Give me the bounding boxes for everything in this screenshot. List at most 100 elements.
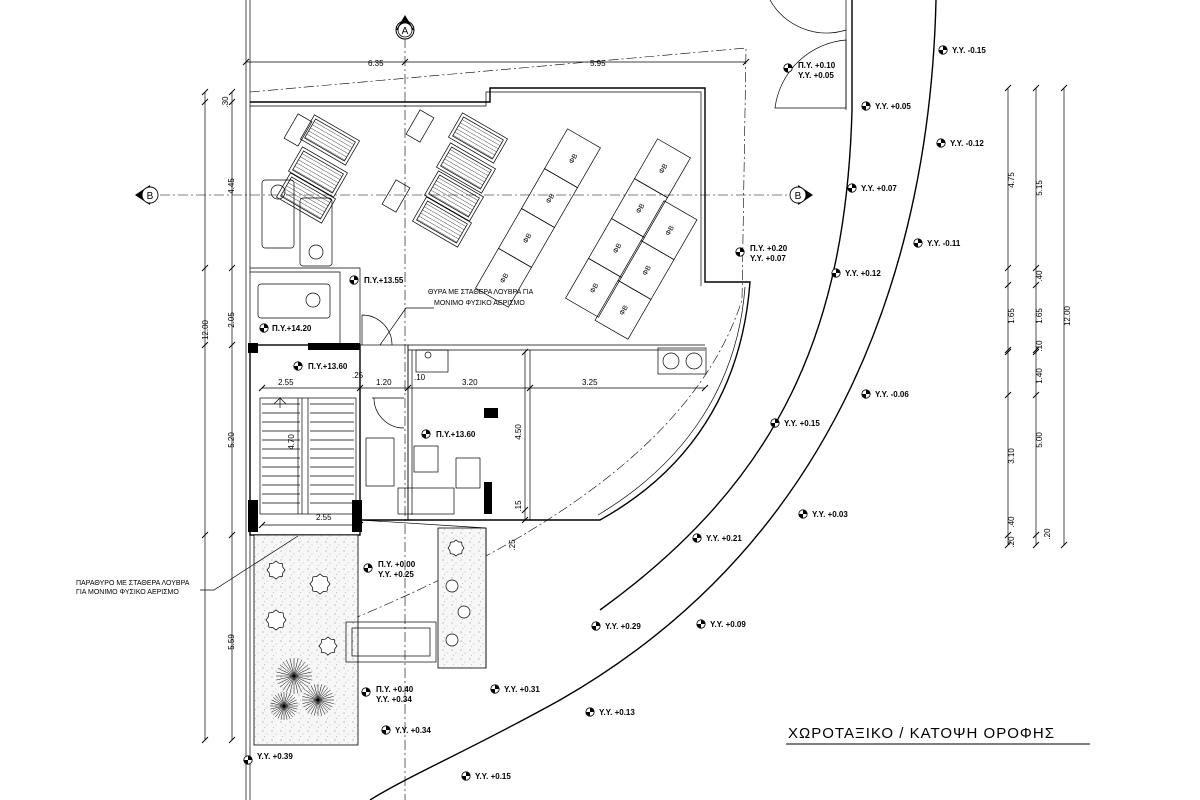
- spot-p034: Υ.Υ. +0.34: [395, 726, 431, 735]
- spot-m011: Υ.Υ. -0.11: [927, 239, 961, 248]
- section-a-label: A: [402, 26, 409, 37]
- garden-shrubs: [265, 539, 471, 720]
- spot-m015: Υ.Υ. -0.15: [952, 46, 986, 55]
- dim-r-20b: .20: [1043, 528, 1052, 540]
- door-note-line-1: ΘΥΡΑ ΜΕ ΣΤΑΘΕΡΑ ΛΟΥΒΡΑ ΓΙΑ: [428, 289, 534, 296]
- pv-panel-label: ΦΒ: [665, 224, 676, 237]
- dim-in-320: 3.20: [462, 378, 478, 387]
- living-room: [359, 314, 707, 521]
- dim-left-205: 2.05: [227, 312, 236, 328]
- dim-in-255a: 2.55: [278, 378, 294, 387]
- spot-p007: Υ.Υ. +0.07: [861, 184, 897, 193]
- section-b-left-label: B: [147, 191, 154, 202]
- pv-panel-label: ΦΒ: [589, 282, 600, 295]
- dimension-lines: [204, 61, 1065, 740]
- dim-r-165b: 1.65: [1035, 308, 1044, 324]
- level-yy-007a: Υ.Υ. +0.07: [750, 254, 786, 263]
- window-note: ΠΑΡΑΘΥΡΟ ΜΕ ΣΤΑΘΕΡΑ ΛΟΥΒΡΑ ΓΙΑ ΜΟΝΙΜΟ ΦΥ…: [76, 535, 299, 596]
- level-py-010: Π.Υ. +0.10: [798, 61, 836, 70]
- dim-in-25a: .25: [352, 371, 364, 380]
- dim-left-520: 5.20: [227, 432, 236, 448]
- dim-r-1200: 12.00: [1063, 305, 1072, 326]
- site-boundary: [245, 0, 937, 800]
- level-yy-005a: Υ.Υ. +0.05: [798, 71, 834, 80]
- dim-left-445: 4.45: [227, 178, 236, 194]
- dim-top-a: 6.35: [368, 59, 384, 68]
- spot-m006: Υ.Υ. -0.06: [875, 390, 909, 399]
- stair-treads: [262, 397, 354, 504]
- spot-m012: Υ.Υ. -0.12: [950, 139, 984, 148]
- level-py-1420: Π.Υ.+14.20: [272, 324, 312, 333]
- pv-panel-label: ΦΒ: [545, 192, 556, 205]
- dim-left-30: .30: [221, 96, 230, 108]
- section-lines: [160, 38, 790, 800]
- level-py-000: Π.Υ. +0.00: [378, 560, 416, 569]
- door-note: ΘΥΡΑ ΜΕ ΣΤΑΘΕΡΑ ΛΟΥΒΡΑ ΓΙΑ ΜΟΝΙΜΟ ΦΥΣΙΚΟ…: [379, 289, 534, 346]
- level-py-1360a: Π.Υ.+13.60: [308, 362, 348, 371]
- stair-core: [248, 343, 362, 536]
- dim-left-559: 5.59: [227, 634, 236, 650]
- dim-r-40b: .40: [1007, 516, 1016, 528]
- spot-p012: Υ.Υ. +0.12: [845, 269, 881, 278]
- spot-p005: Υ.Υ. +0.05: [875, 102, 911, 111]
- dim-in-10: .10: [414, 373, 426, 382]
- spot-p039: Υ.Υ. +0.39: [257, 752, 293, 761]
- level-yy-034a: Υ.Υ. +0.34: [376, 695, 412, 704]
- drawing-title: ΧΩΡΟΤΑΞΙΚΟ / ΚΑΤΟΨΗ ΟΡΟΦΗΣ: [786, 725, 1090, 745]
- dim-r-515: 5.15: [1035, 180, 1044, 196]
- dim-r-310: 3.10: [1007, 448, 1016, 464]
- spot-p031: Υ.Υ. +0.31: [504, 685, 540, 694]
- window-note-line-2: ΓΙΑ ΜΟΝΙΜΟ ΦΥΣΙΚΟ ΑΕΡΙΣΜΟ: [76, 589, 179, 596]
- dim-r-140: 1.40: [1035, 368, 1044, 384]
- spot-p015a: Υ.Υ. +0.15: [784, 419, 820, 428]
- level-py-1355: Π.Υ.+13.55: [364, 276, 404, 285]
- dim-r-20a: .20: [1007, 536, 1016, 548]
- dim-in-470: 4.70: [287, 434, 296, 450]
- pv-panel-label: ΦΒ: [568, 153, 579, 166]
- pv-panel-label: ΦΒ: [522, 232, 533, 245]
- dim-in-255b: 2.55: [316, 513, 332, 522]
- dim-in-25b: .25: [508, 539, 517, 551]
- window-note-line-1: ΠΑΡΑΘΥΡΟ ΜΕ ΣΤΑΘΕΡΑ ΛΟΥΒΡΑ: [76, 580, 190, 587]
- dimension-ticks: [201, 58, 1068, 744]
- dim-in-120: 1.20: [376, 378, 392, 387]
- section-marker-a: A: [395, 15, 415, 40]
- spot-p013: Υ.Υ. +0.13: [599, 708, 635, 717]
- section-marker-b-right: B: [789, 185, 813, 205]
- pv-panel-label: ΦΒ: [658, 163, 669, 176]
- level-py-020: Π.Υ. +0.20: [750, 244, 788, 253]
- section-marker-b-left: B: [135, 185, 159, 205]
- dim-in-325: 3.25: [582, 378, 598, 387]
- spot-levels: Υ.Υ. -0.15 Υ.Υ. +0.05 Υ.Υ. -0.12 Υ.Υ. +0…: [243, 45, 986, 781]
- level-py-040: Π.Υ. +0.40: [376, 685, 414, 694]
- level-yy-025: Υ.Υ. +0.25: [378, 570, 414, 579]
- spot-p015b: Υ.Υ. +0.15: [475, 772, 511, 781]
- spot-p029: Υ.Υ. +0.29: [605, 622, 641, 631]
- pv-panel-label: ΦΒ: [642, 264, 653, 277]
- pv-panel-label: ΦΒ: [499, 272, 510, 285]
- pv-panel-label: ΦΒ: [612, 242, 623, 255]
- title-text: ΧΩΡΟΤΑΞΙΚΟ / ΚΑΤΟΨΗ ΟΡΟΦΗΣ: [788, 725, 1055, 742]
- level-py-1360b: Π.Υ.+13.60: [436, 430, 476, 439]
- dim-top-b: 5.95: [590, 59, 606, 68]
- door-note-line-2: ΜΟΝΙΜΟ ΦΥΣΙΚΟ ΑΕΡΙΣΜΟ: [434, 300, 525, 307]
- pv-panels: ΦΒ ΦΒ ΦΒ ΦΒ ΦΒ ΦΒ ΦΒ ΦΒ ΦΒ ΦΒ ΦΒ: [475, 128, 698, 340]
- solar-collectors: [276, 109, 508, 248]
- dim-in-450: 4.50: [514, 424, 523, 440]
- dim-r-10: .10: [1035, 340, 1044, 352]
- dim-r-500: 5.00: [1035, 432, 1044, 448]
- tank-frames: [257, 179, 333, 319]
- dim-r-40a: .40: [1035, 270, 1044, 282]
- pv-panel-label: ΦΒ: [619, 304, 630, 317]
- dim-left-1200: 12.00: [201, 319, 210, 340]
- spot-p003: Υ.Υ. +0.03: [812, 510, 848, 519]
- pv-panel-label: ΦΒ: [635, 202, 646, 215]
- spot-p009: Υ.Υ. +0.09: [710, 620, 746, 629]
- spot-p021: Υ.Υ. +0.21: [706, 534, 742, 543]
- dim-r-165a: 1.65: [1007, 308, 1016, 324]
- level-markers: Π.Υ.+13.55 Π.Υ.+14.20 Π.Υ.+13.60 Π.Υ.+13…: [259, 61, 836, 704]
- dim-r-475: 4.75: [1007, 172, 1016, 188]
- dim-in-15: .15: [514, 500, 523, 512]
- section-b-right-label: B: [795, 191, 802, 202]
